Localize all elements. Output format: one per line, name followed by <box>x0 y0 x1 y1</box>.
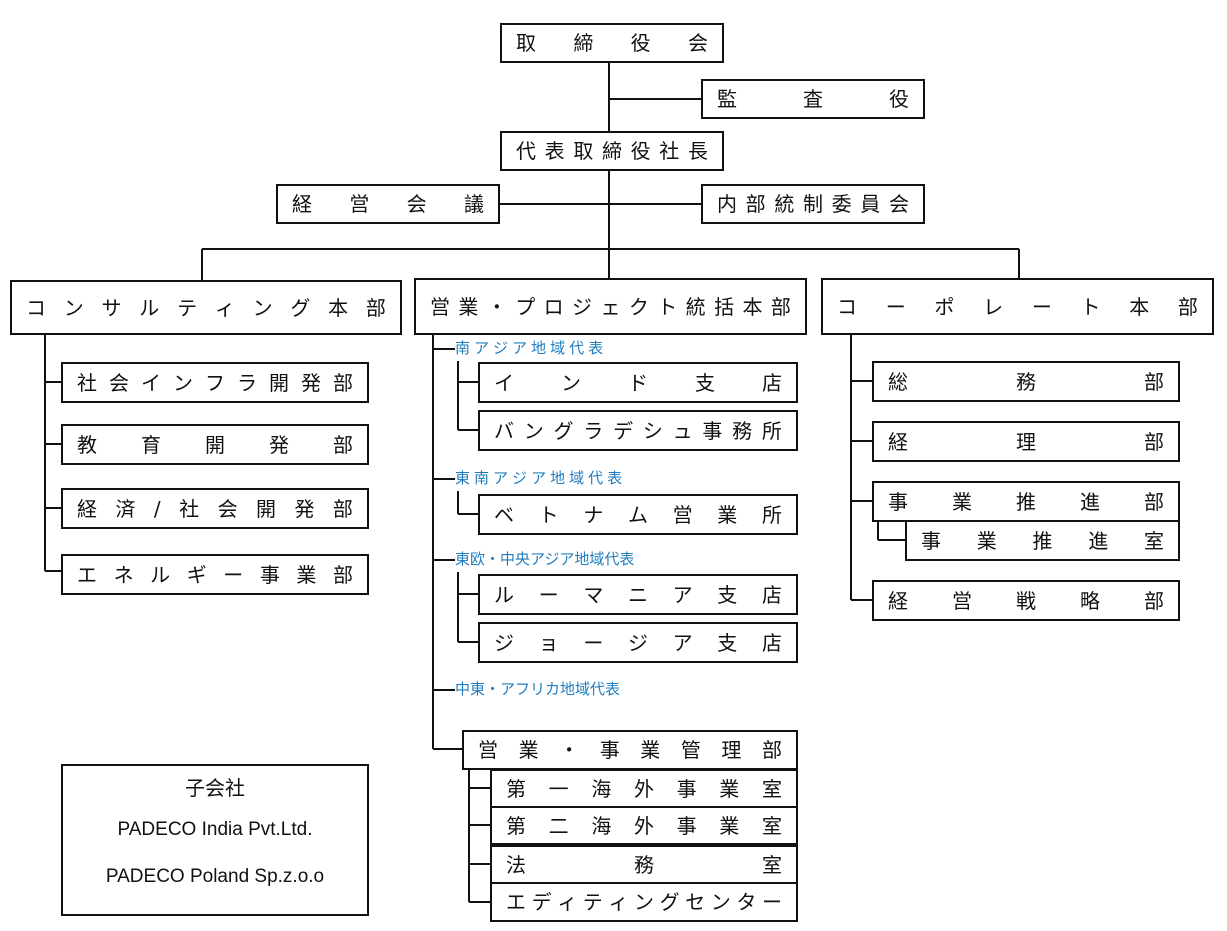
india-branch-box: インド支店 <box>478 362 798 403</box>
region-south-asia-label: 南アジア地域代表 <box>455 339 604 357</box>
auditor-box: 監査役 <box>701 79 925 119</box>
overseas-business-office-1-box: 第一海外事業室 <box>490 769 798 808</box>
energy-dept-box: エネルギー事業部 <box>61 554 369 595</box>
education-dept-box: 教育開発部 <box>61 424 369 465</box>
editing-center-box: エディティングセンター <box>490 882 798 922</box>
accounting-dept-box: 経理部 <box>872 421 1180 462</box>
consulting-division-box: コンサルティング本部 <box>10 280 402 335</box>
management-strategy-dept-box: 経営戦略部 <box>872 580 1180 621</box>
business-promotion-office-box: 事業推進室 <box>905 520 1180 561</box>
sales-project-division-box: 営業・プロジェクト統括本部 <box>414 278 807 335</box>
overseas-business-office-2-box: 第二海外事業室 <box>490 806 798 845</box>
business-management-dept-box: 営業・事業管理部 <box>462 730 798 770</box>
subsidiary-poland-name: PADECO Poland Sp.z.o.o <box>105 866 325 887</box>
region-southeast-asia-label: 東南アジア地域代表 <box>455 469 623 487</box>
president-box: 代表取締役社長 <box>500 131 724 171</box>
subsidiaries-title: 子会社 <box>185 778 245 800</box>
region-middle-east-africa-label: 中東・アフリカ地域代表 <box>455 680 621 698</box>
subsidiary-india-name: PADECO India Pvt.Ltd. <box>117 819 313 840</box>
management-meeting-box: 経営会議 <box>276 184 500 224</box>
board-of-directors-box: 取締役会 <box>500 23 724 63</box>
business-promotion-dept-box: 事業推進部 <box>872 481 1180 522</box>
georgia-branch-box: ジョージア支店 <box>478 622 798 663</box>
subsidiaries-box: 子会社 PADECO India Pvt.Ltd. PADECO Poland … <box>61 764 369 916</box>
vietnam-office-box: ベトナム営業所 <box>478 494 798 535</box>
social-infrastructure-dept-box: 社会インフラ開発部 <box>61 362 369 403</box>
bangladesh-office-box: バングラデシュ事務所 <box>478 410 798 451</box>
corporate-division-box: コーポレート本部 <box>821 278 1214 335</box>
region-eastern-europe-central-asia-label: 東欧・中央アジア地域代表 <box>455 550 635 568</box>
romania-branch-box: ルーマニア支店 <box>478 574 798 615</box>
internal-control-committee-box: 内部統制委員会 <box>701 184 925 224</box>
legal-office-box: 法務室 <box>490 845 798 884</box>
economic-social-dept-box: 経済/社会開発部 <box>61 488 369 529</box>
general-affairs-dept-box: 総務部 <box>872 361 1180 402</box>
